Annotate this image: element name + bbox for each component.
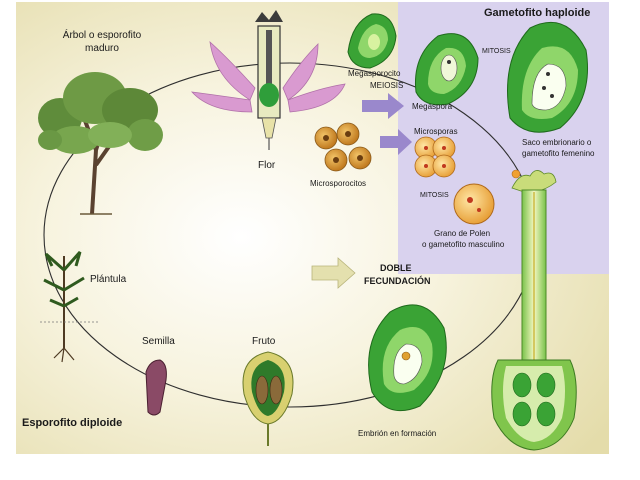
embryo-sac-ovule — [507, 21, 589, 133]
fruit-illustration — [242, 351, 294, 446]
mitosis-top-label: MITOSIS — [482, 48, 511, 55]
haploid-gametophyte-title: Gametofito haploide — [484, 7, 591, 19]
embryo-forming-ovule — [368, 304, 447, 412]
microsporocytes-label: Microsporocitos — [310, 179, 367, 188]
seed-label: Semilla — [142, 336, 175, 347]
double-fertilization-line1: DOBLE — [380, 263, 412, 273]
double-fertilization-line2: FECUNDACIÓN — [364, 276, 431, 286]
flower-label: Flor — [258, 160, 276, 171]
microspores-label: Microsporas — [414, 127, 458, 136]
seed-illustration — [145, 359, 167, 416]
meiosis-arrow-mid — [380, 129, 412, 155]
megasporocyte-label: Megasporocito — [348, 69, 401, 78]
fertilization-arrow — [311, 257, 356, 289]
embryo-sac-label-line2: gametofito femenino — [522, 149, 595, 158]
tree-label-line1: Árbol o esporofito — [62, 30, 142, 41]
meiosis-arrow-top — [362, 93, 404, 119]
tree-illustration — [38, 72, 163, 215]
seedling-illustration — [40, 251, 100, 363]
microsporocytes-illustration — [314, 122, 372, 172]
pollen-grain — [453, 183, 495, 225]
mitosis-mid-label: MITOSIS — [420, 192, 449, 199]
embryo-sac-label-line1: Saco embrionario o — [522, 138, 592, 147]
fruit-label: Fruto — [252, 336, 276, 347]
meiosis-label: MEIOSIS — [370, 81, 404, 90]
pollen-label-line1: Grano de Polen — [434, 229, 491, 238]
flower-illustration — [190, 10, 346, 150]
tree-label-line2: maduro — [85, 43, 119, 54]
seedling-label: Plántula — [90, 274, 127, 285]
microspores-tetrad — [414, 136, 456, 178]
pollen-label-line2: o gametofito masculino — [422, 240, 505, 249]
diploid-sporophyte-title: Esporofito diploide — [22, 417, 123, 429]
pistil-illustration — [491, 169, 577, 451]
embryo-forming-label: Embrión en formación — [358, 429, 437, 438]
megasporocyte-ovule — [347, 13, 397, 69]
megaspore-ovule — [414, 33, 479, 106]
megaspore-label: Megaspora — [412, 102, 453, 111]
